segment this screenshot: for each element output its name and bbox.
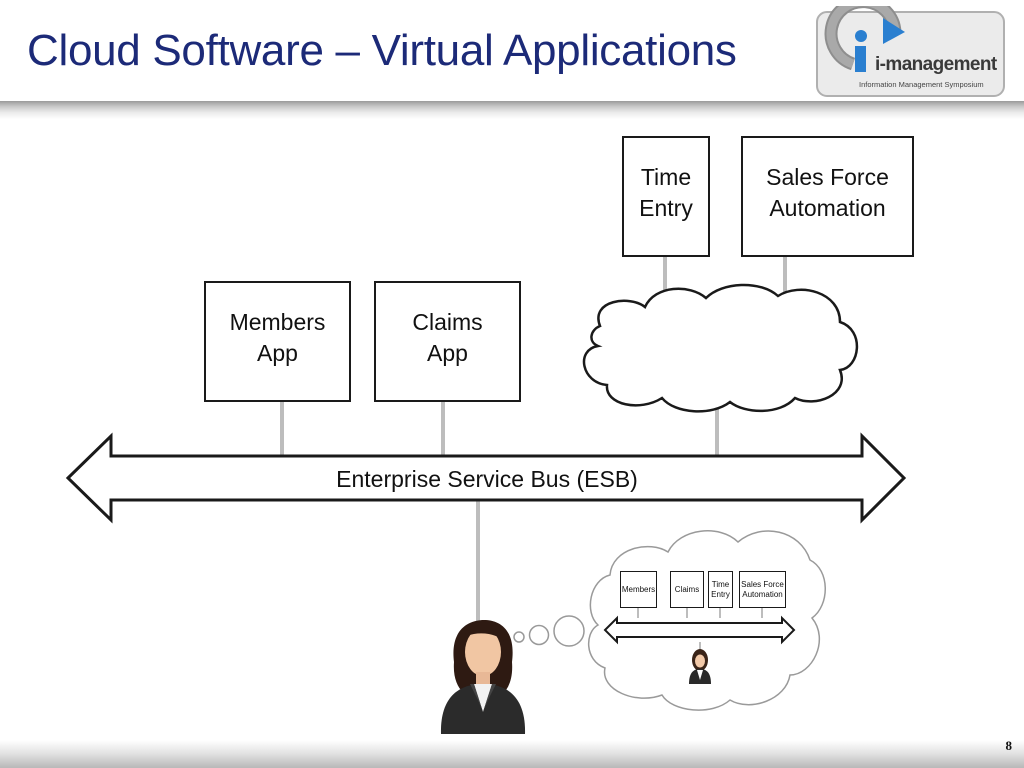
sales-force-automation-box: Sales Force Automation [741, 136, 914, 257]
esb-arrow [65, 432, 907, 524]
mini-user-icon [689, 649, 711, 684]
mini-claims-box: Claims [670, 571, 704, 608]
sales-force-automation-label: Sales Force Automation [766, 163, 889, 221]
logo-wordmark: i-management [875, 54, 997, 75]
mini-members-box: Members [620, 571, 657, 608]
claims-app-label: Claims App [412, 308, 483, 366]
esb-label: Enterprise Service Bus (ESB) [336, 466, 638, 492]
cloud-shape [582, 283, 859, 413]
thought-dot-medium [528, 624, 550, 646]
mini-time-entry-box: Time Entry [708, 571, 733, 608]
thought-dot-large [553, 615, 585, 647]
page-number: 8 [1005, 738, 1013, 753]
mini-esb-arrow [603, 615, 796, 645]
claims-app-box: Claims App [374, 281, 521, 402]
footer-bar [0, 740, 1024, 768]
members-app-label: Members App [229, 308, 326, 366]
time-entry-label: Time Entry [639, 163, 693, 221]
logo-tagline: Information Management Symposium [859, 80, 984, 89]
mini-sales-force-box: Sales Force Automation [739, 571, 786, 608]
header-divider [0, 101, 1024, 119]
members-app-box: Members App [204, 281, 351, 402]
i-management-logo: i-management Information Management Symp… [813, 6, 1008, 100]
logo-badge-icon [816, 6, 1005, 97]
time-entry-box: Time Entry [622, 136, 710, 257]
slide-title: Cloud Software – Virtual Applications [27, 26, 737, 75]
thought-dot-small [513, 631, 525, 643]
user-avatar-icon [440, 620, 526, 734]
